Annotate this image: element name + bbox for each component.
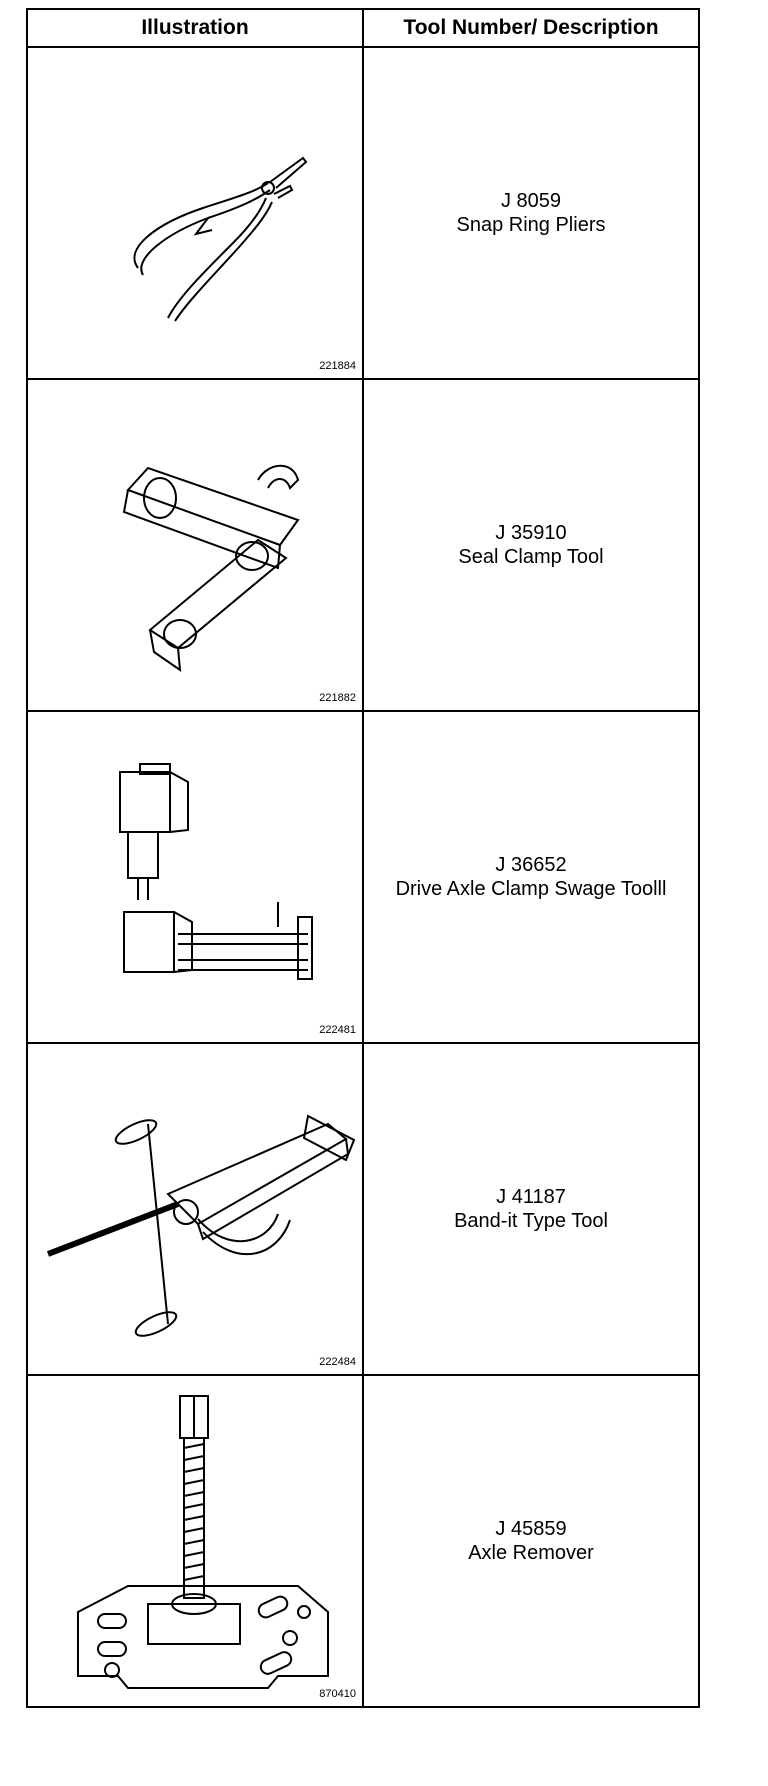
table-row: 221884 J 8059 Snap Ring Pliers bbox=[26, 46, 700, 380]
figure-number: 222484 bbox=[319, 1356, 356, 1368]
header-illustration: Illustration bbox=[26, 8, 364, 48]
tool-description: Band-it Type Tool bbox=[454, 1210, 608, 1232]
figure-number: 221884 bbox=[319, 360, 356, 372]
axle-remover-icon bbox=[77, 1395, 329, 1689]
illustration-cell: 870410 bbox=[26, 1374, 364, 1708]
illustration-cell: 222481 bbox=[26, 710, 364, 1044]
description-cell: J 36652 Drive Axle Clamp Swage Toolll bbox=[362, 710, 700, 1044]
tool-number: J 8059 bbox=[500, 190, 562, 212]
tool-number: J 45859 bbox=[495, 1518, 567, 1540]
illustration-cell: 221882 bbox=[26, 378, 364, 712]
band-it-tool-icon bbox=[46, 1114, 356, 1337]
description-cell: J 35910 Seal Clamp Tool bbox=[362, 378, 700, 712]
tool-description: Axle Remover bbox=[468, 1542, 594, 1564]
table-row: 222484 J 41187 Band-it Type Tool bbox=[26, 1042, 700, 1376]
tool-description: Snap Ring Pliers bbox=[456, 214, 606, 236]
tool-number: J 36652 bbox=[495, 854, 567, 876]
description-cell: J 41187 Band-it Type Tool bbox=[362, 1042, 700, 1376]
tool-description: Seal Clamp Tool bbox=[458, 546, 604, 568]
illustration-cell: 221884 bbox=[26, 46, 364, 380]
header-description: Tool Number/ Description bbox=[362, 8, 700, 48]
special-tools-table: Illustration Tool Number/ Description bbox=[26, 8, 700, 1708]
table-row: 222481 J 36652 Drive Axle Clamp Swage To… bbox=[26, 710, 700, 1044]
tool-description: Drive Axle Clamp Swage Toolll bbox=[395, 878, 667, 900]
seal-clamp-tool-icon bbox=[122, 464, 300, 673]
table-row: 870410 J 45859 Axle Remover bbox=[26, 1374, 700, 1708]
table-row: 221882 J 35910 Seal Clamp Tool bbox=[26, 378, 700, 712]
tool-number: J 41187 bbox=[496, 1186, 566, 1208]
figure-number: 222481 bbox=[319, 1024, 356, 1036]
table-header-row: Illustration Tool Number/ Description bbox=[26, 8, 700, 48]
tool-number: J 35910 bbox=[495, 522, 567, 544]
figure-number: 221882 bbox=[319, 692, 356, 704]
snap-ring-pliers-icon bbox=[133, 156, 308, 322]
figure-number: 870410 bbox=[319, 1688, 356, 1700]
description-cell: J 8059 Snap Ring Pliers bbox=[362, 46, 700, 380]
swage-tool-icon bbox=[119, 763, 313, 980]
illustration-cell: 222484 bbox=[26, 1042, 364, 1376]
description-cell: J 45859 Axle Remover bbox=[362, 1374, 700, 1708]
